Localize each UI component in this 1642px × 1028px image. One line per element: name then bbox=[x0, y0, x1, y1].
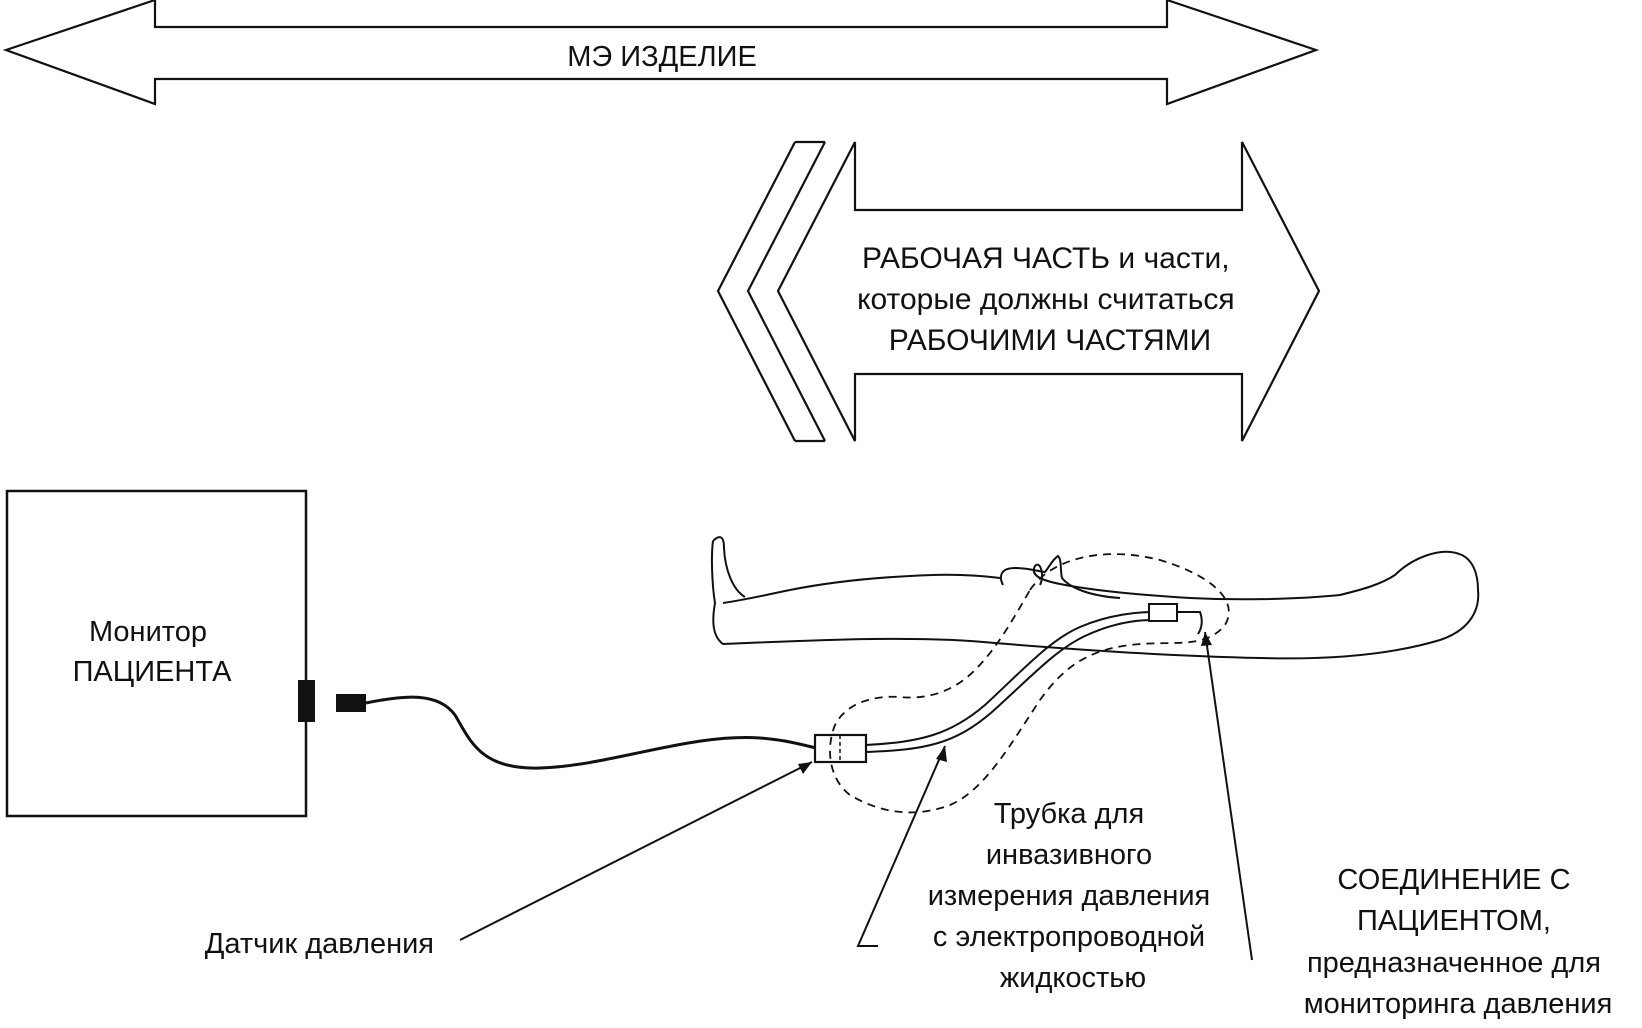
pressure-sensor-arrowhead bbox=[798, 762, 812, 774]
tubing-label-line-1: Трубка для bbox=[994, 798, 1144, 830]
patient-monitor-box bbox=[5, 489, 308, 818]
patient-connection-label-line-4: мониторинга давления bbox=[1304, 988, 1613, 1020]
me-device-double-arrow bbox=[2, 0, 1320, 106]
patient-monitor-label: Монитор ПАЦИЕНТА bbox=[73, 616, 233, 688]
patient-connection-leader bbox=[1204, 631, 1253, 961]
patient-body-outline bbox=[710, 536, 1480, 660]
applied-part-label-line-3: РАБОЧИМИ ЧАСТЯМИ bbox=[889, 324, 1211, 357]
applied-part-label: РАБОЧАЯ ЧАСТЬ и части, которые должны сч… bbox=[857, 242, 1243, 357]
applied-part-label-line-1: РАБОЧАЯ ЧАСТЬ и части, bbox=[862, 242, 1230, 275]
patient-connection-arrowhead bbox=[1201, 632, 1212, 646]
monitor-socket bbox=[298, 680, 315, 722]
patient-monitor-label-line-2: ПАЦИЕНТА bbox=[73, 656, 233, 688]
patient-arm-outline bbox=[999, 554, 1121, 599]
pressure-sensor-label: Датчик давления bbox=[205, 928, 434, 960]
sensor-cable bbox=[365, 695, 817, 770]
tubing-label-line-4: с электропроводной bbox=[933, 921, 1205, 953]
patient-monitor-label-line-1: Монитор bbox=[89, 616, 207, 648]
tubing-label-line-5: жидкостью bbox=[1000, 962, 1146, 994]
tubing-inner bbox=[865, 619, 1154, 753]
tubing-label-line-3: измерения давления bbox=[928, 880, 1211, 912]
tubing-outer bbox=[865, 611, 1154, 746]
cable-plug bbox=[336, 694, 366, 712]
patient-connection-label: СОЕДИНЕНИЕ С ПАЦИЕНТОМ, предназначенное … bbox=[1304, 864, 1613, 1020]
me-device-label: МЭ ИЗДЕЛИЕ bbox=[567, 41, 757, 73]
patient-connection-label-line-2: ПАЦИЕНТОМ, bbox=[1357, 905, 1551, 937]
patient-connection-label-line-3: предназначенное для bbox=[1307, 947, 1601, 979]
applied-part-label-line-2: которые должны считаться bbox=[857, 283, 1235, 316]
pressure-sensor-label-line-1: Датчик давления bbox=[205, 928, 434, 960]
applied-part-dashed-boundary bbox=[829, 553, 1230, 814]
tubing-label: Трубка для инвазивного измерения давлени… bbox=[928, 798, 1219, 994]
catheter-hub bbox=[1148, 603, 1178, 622]
catheter-tip bbox=[1177, 611, 1203, 635]
tubing-arrowhead bbox=[936, 746, 947, 762]
tubing-leader bbox=[856, 745, 946, 947]
pressure-sensor-leader bbox=[459, 761, 813, 941]
tubing-label-line-2: инвазивного bbox=[986, 839, 1152, 871]
patient-connection-label-line-1: СОЕДИНЕНИЕ С bbox=[1337, 864, 1570, 896]
applied-part-double-arrow bbox=[716, 140, 1321, 443]
